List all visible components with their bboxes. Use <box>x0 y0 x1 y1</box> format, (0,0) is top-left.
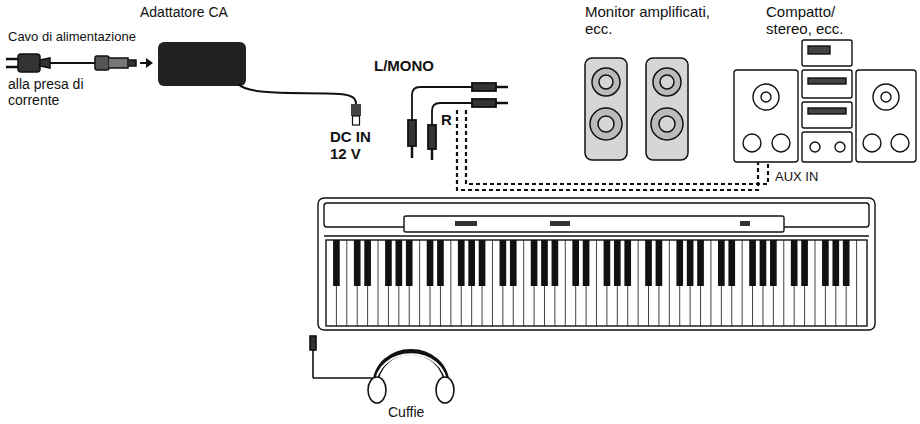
black-key <box>500 240 507 286</box>
part-label: Monitor amplificati, ecc. <box>585 3 725 38</box>
white-key-line <box>419 240 420 326</box>
insert-arrow <box>140 58 153 68</box>
white-key-line <box>450 240 451 326</box>
black-key <box>364 240 371 286</box>
black-key <box>406 240 413 286</box>
white-key-line <box>856 240 857 326</box>
black-key <box>531 240 538 286</box>
black-key <box>395 240 402 286</box>
black-key <box>510 240 517 286</box>
black-key <box>749 240 756 286</box>
ac-adapter <box>158 42 361 125</box>
part-label: Adattatore CA <box>140 4 228 20</box>
white-key-line <box>565 240 566 326</box>
note-label: alla presa di corrente <box>8 76 118 108</box>
white-key-line <box>638 240 639 326</box>
connector-label: AUX IN <box>775 170 818 185</box>
black-key <box>427 240 434 286</box>
white-key-line <box>710 240 711 326</box>
black-key <box>645 240 652 286</box>
black-key <box>801 240 808 286</box>
white-key-line <box>596 240 597 326</box>
compact-stereo <box>734 40 916 162</box>
black-key <box>458 240 465 286</box>
white-key-line <box>814 240 815 326</box>
black-key <box>676 240 683 286</box>
white-key-line <box>378 240 379 326</box>
black-key <box>832 240 839 286</box>
black-key <box>468 240 475 286</box>
black-key <box>843 240 850 286</box>
black-key <box>354 240 361 286</box>
black-key <box>656 240 663 286</box>
black-key <box>791 240 798 286</box>
black-key <box>760 240 767 286</box>
white-key-line <box>669 240 670 326</box>
black-key <box>604 240 611 286</box>
black-key <box>552 240 559 286</box>
black-key <box>572 240 579 286</box>
black-key <box>822 240 829 286</box>
black-key <box>624 240 631 286</box>
black-key <box>385 240 392 286</box>
black-key <box>728 240 735 286</box>
part-label: Cuffie <box>388 404 424 420</box>
black-key <box>479 240 486 286</box>
connector-label: DC IN 12 V <box>330 128 380 163</box>
black-key <box>541 240 548 286</box>
connector-label: R <box>441 111 452 128</box>
black-key <box>614 240 621 286</box>
black-key <box>687 240 694 286</box>
connector-label: L/MONO <box>374 57 434 74</box>
white-key-line <box>492 240 493 326</box>
powered-monitors <box>585 58 688 160</box>
white-key-line <box>742 240 743 326</box>
part-label: Cavo di alimentazione <box>8 30 136 45</box>
part-label: Compatto/ stereo, ecc. <box>766 3 866 38</box>
black-key <box>770 240 777 286</box>
piano-keys <box>333 240 857 326</box>
power-plug <box>6 54 136 72</box>
white-key-line <box>523 240 524 326</box>
digital-piano <box>318 198 875 330</box>
white-key-line <box>783 240 784 326</box>
white-key-line <box>346 240 347 326</box>
black-key <box>583 240 590 286</box>
black-key <box>333 240 340 286</box>
headphones <box>310 336 454 403</box>
black-key <box>697 240 704 286</box>
black-key <box>718 240 725 286</box>
black-key <box>437 240 444 286</box>
